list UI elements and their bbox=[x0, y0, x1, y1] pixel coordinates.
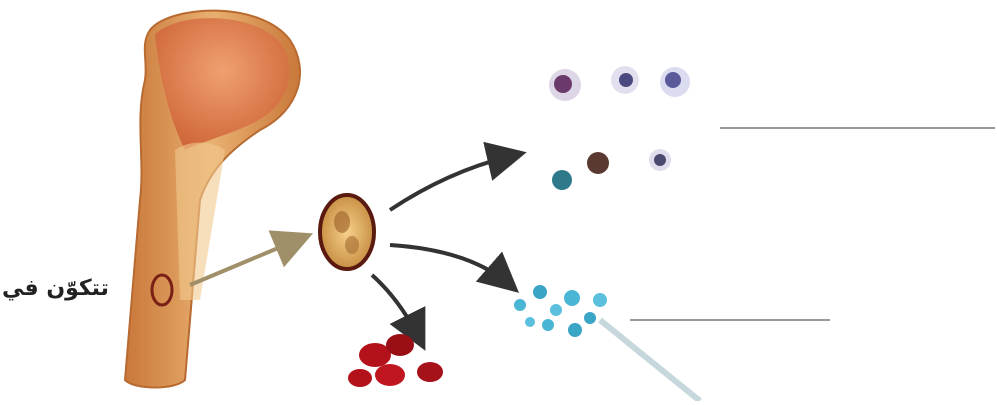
arrow-to-white-cells bbox=[388, 141, 527, 212]
arrow-to-platelets bbox=[389, 243, 520, 293]
red-blood-cells-icon bbox=[348, 334, 443, 387]
white-blood-cells-icon bbox=[549, 66, 690, 190]
bone-icon bbox=[123, 9, 301, 389]
platelets-icon bbox=[514, 285, 607, 337]
stem-cell-icon bbox=[318, 193, 376, 271]
formation-label: تتكوّن في bbox=[2, 276, 109, 301]
platelet-streak bbox=[598, 317, 702, 404]
arrow-to-red-cells bbox=[370, 273, 426, 351]
arrow-to-stem-cell bbox=[189, 230, 314, 287]
